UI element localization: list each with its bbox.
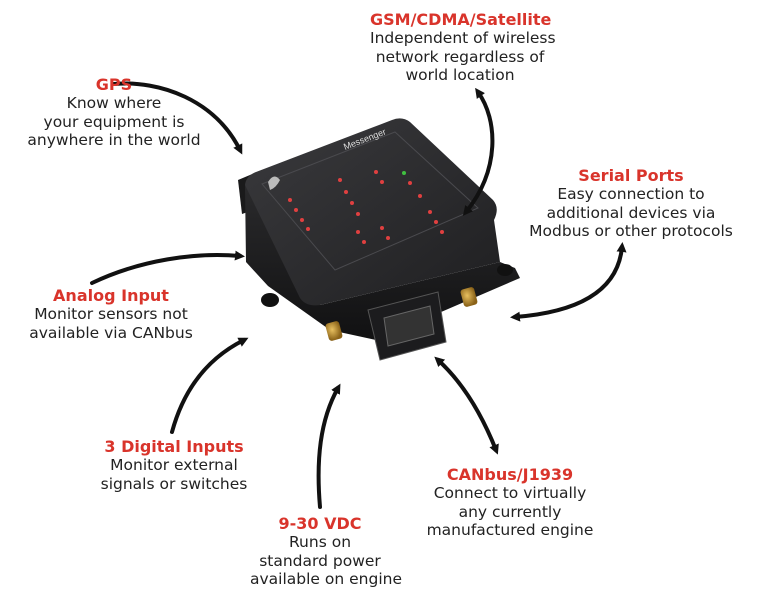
callout-analog: Analog Input Monitor sensors not availab… bbox=[16, 286, 206, 342]
antenna-connector-left bbox=[325, 321, 343, 341]
callout-serial-line-3: Modbus or other protocols bbox=[529, 222, 733, 240]
callout-canbus-title: CANbus/J1939 bbox=[446, 465, 574, 484]
canbus-connector bbox=[367, 291, 447, 361]
callout-gsm-line-1: Independent of wireless bbox=[370, 29, 556, 47]
arrow-gsm bbox=[462, 87, 495, 216]
callout-gps-line-1: Know where bbox=[66, 94, 162, 112]
callout-gps-title: GPS bbox=[95, 75, 133, 94]
arrow-canbus bbox=[434, 356, 499, 455]
logo-mark bbox=[268, 176, 280, 190]
callout-gsm-title: GSM/CDMA/Satellite bbox=[370, 10, 552, 29]
callout-gps-line-3: anywhere in the world bbox=[27, 131, 201, 149]
callout-power: 9-30 VDC Runs on standard power availabl… bbox=[250, 514, 402, 589]
antenna-connector-right bbox=[460, 287, 478, 307]
callout-digital-title: 3 Digital Inputs bbox=[104, 437, 244, 456]
arrow-power bbox=[316, 383, 341, 509]
callout-analog-line-1: Monitor sensors not bbox=[34, 305, 188, 323]
callout-analog-line-2: available via CANbus bbox=[29, 323, 193, 342]
callout-gsm-line-2: network regardless of bbox=[375, 47, 545, 66]
callout-canbus-line-3: manufactured engine bbox=[426, 521, 594, 539]
callout-gsm-line-3: world location bbox=[405, 66, 515, 84]
callout-power-line-2: standard power bbox=[259, 551, 381, 570]
arrow-digital bbox=[170, 337, 249, 434]
device-image: Messenger bbox=[238, 118, 520, 361]
status-leds bbox=[288, 170, 444, 244]
callout-digital-line-2: signals or switches bbox=[100, 474, 248, 493]
callout-digital: 3 Digital Inputs Monitor external signal… bbox=[84, 437, 264, 493]
callout-gsm: GSM/CDMA/Satellite Independent of wirele… bbox=[370, 10, 556, 85]
callout-serial-line-2: additional devices via bbox=[546, 203, 716, 222]
callout-serial-title: Serial Ports bbox=[578, 166, 684, 185]
arrow-serial bbox=[510, 242, 627, 322]
callout-serial: Serial Ports Easy connection to addition… bbox=[516, 166, 746, 241]
callout-gps: GPS Know where your equipment is anywher… bbox=[14, 75, 214, 150]
callout-serial-line-1: Easy connection to bbox=[557, 185, 705, 203]
callout-canbus: CANbus/J1939 Connect to virtually any cu… bbox=[420, 465, 600, 540]
callout-digital-line-1: Monitor external bbox=[110, 456, 238, 474]
callout-power-line-1: Runs on bbox=[288, 533, 352, 551]
callout-gps-line-2: your equipment is bbox=[43, 112, 185, 131]
callout-power-title: 9-30 VDC bbox=[278, 514, 362, 533]
callout-canbus-line-2: any currently bbox=[458, 502, 562, 521]
callout-power-line-3: available on engine bbox=[250, 570, 402, 588]
arrow-analog bbox=[90, 250, 245, 285]
arrow-gps bbox=[112, 81, 243, 155]
device-top bbox=[245, 118, 500, 306]
callout-analog-title: Analog Input bbox=[53, 286, 169, 305]
callout-canbus-line-1: Connect to virtually bbox=[433, 484, 587, 502]
